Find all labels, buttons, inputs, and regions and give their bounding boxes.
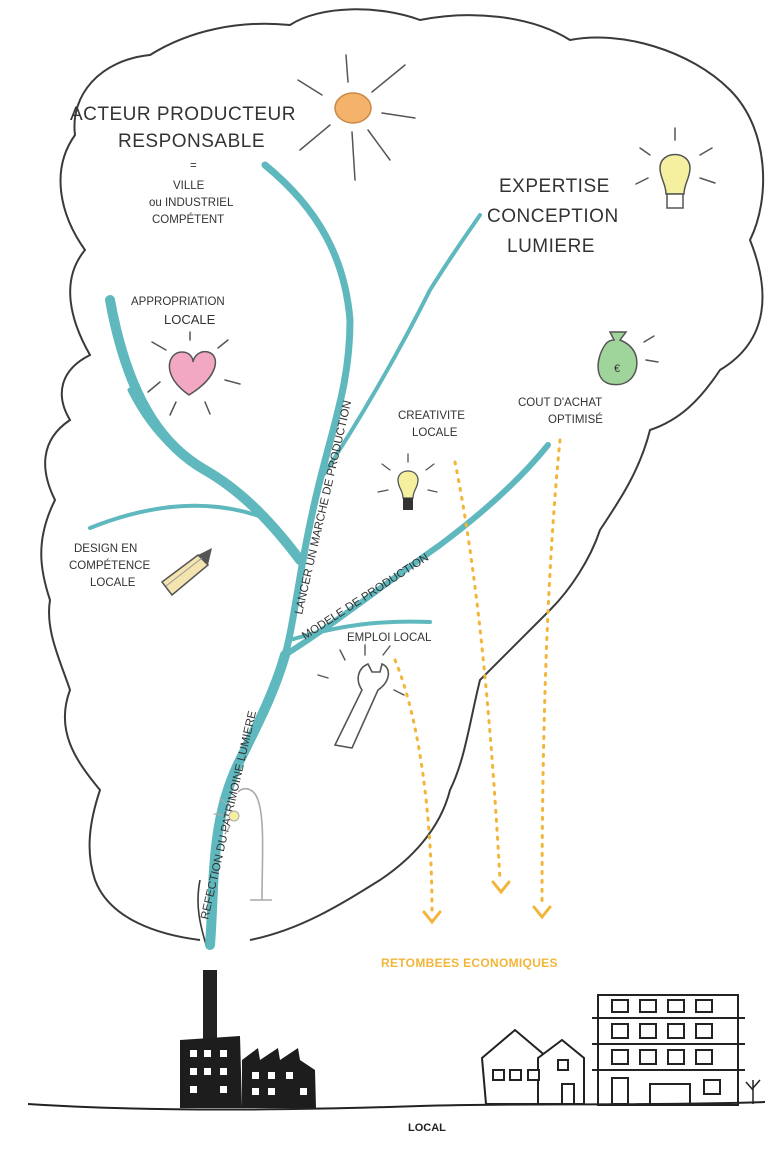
appropriation-line2: LOCALE — [158, 312, 222, 328]
creativite-line2: LOCALE — [412, 427, 458, 439]
pencil-icon — [160, 548, 212, 597]
branch-tree — [88, 161, 551, 950]
retombees-label: RETOMBEES ECONOMIQUES — [381, 956, 558, 970]
local-label: LOCAL — [408, 1122, 446, 1134]
acteur-title-line2: RESPONSABLE — [118, 131, 265, 152]
money-bag-icon: € — [597, 331, 659, 386]
street-lamp-icon — [213, 787, 272, 901]
expertise-line2: CONCEPTION — [487, 206, 619, 227]
ville-line3: COMPÉTENT — [152, 214, 225, 226]
house-icon — [480, 1028, 585, 1105]
economic-arrows — [393, 438, 562, 912]
factory-icon — [180, 970, 316, 1108]
design-line3: LOCALE — [90, 577, 136, 589]
acteur-title-line1: ACTEUR PRODUCTEUR — [70, 104, 296, 125]
cout-line2: OPTIMISÉ — [548, 414, 603, 426]
emploi-label: EMPLOI LOCAL — [347, 632, 432, 644]
svg-text:€: € — [614, 363, 620, 375]
sun-icon — [297, 54, 416, 181]
arrow-heads — [422, 880, 552, 925]
path-label-lancer: LANCER UN MARCHE DE PRODUCTION — [293, 399, 354, 615]
lightbulb-icon — [635, 127, 716, 209]
path-label-modele: MODELE DE PRODUCTION — [300, 552, 431, 643]
creativite-line1: CREATIVITE — [398, 410, 465, 422]
cout-line1: COUT D'ACHAT — [518, 397, 603, 409]
appropriation-line1: APPROPRIATION — [131, 296, 225, 308]
expertise-line3: LUMIERE — [507, 236, 595, 257]
apartment-building-icon — [592, 994, 745, 1106]
expertise-line1: EXPERTISE — [499, 176, 610, 197]
design-line2: COMPÉTENCE — [69, 560, 151, 572]
chimney-smoke-line — [197, 879, 208, 949]
tree-small-icon — [745, 1079, 761, 1104]
ville-line2: ou INDUSTRIEL — [149, 197, 234, 209]
wrench-icon — [317, 644, 405, 749]
acteur-equals: = — [190, 160, 197, 172]
heart-icon — [147, 331, 241, 416]
ville-line1: VILLE — [173, 180, 205, 192]
small-lightbulb-icon — [377, 453, 438, 510]
design-line1: DESIGN EN — [74, 543, 138, 555]
